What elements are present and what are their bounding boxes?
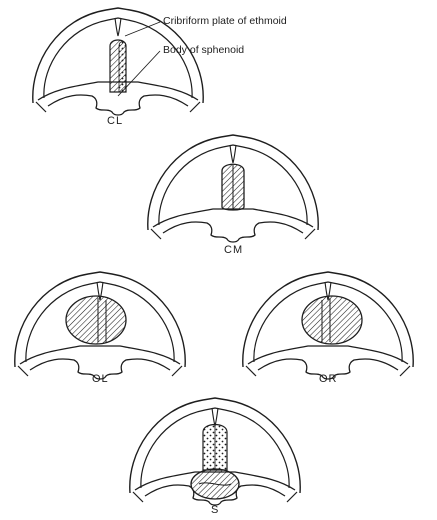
panel-label-or: OR <box>319 373 338 385</box>
panel-label-ol: OL <box>92 373 109 385</box>
lesion-or <box>302 296 362 344</box>
panel-label-s: S <box>211 504 219 516</box>
panel-ol <box>15 272 185 379</box>
label-body-of-sphenoid: Body of sphenoid <box>163 44 244 56</box>
label-cribriform-plate: Cribriform plate of ethmoid <box>163 15 287 27</box>
panel-or <box>243 272 413 379</box>
cribriform-dotted <box>119 42 126 93</box>
panel-s <box>130 398 300 505</box>
lesion-ol <box>66 296 126 344</box>
panel-label-cl: CL <box>107 115 123 127</box>
panel-label-cm: CM <box>224 244 243 256</box>
panel-cm <box>148 135 318 242</box>
